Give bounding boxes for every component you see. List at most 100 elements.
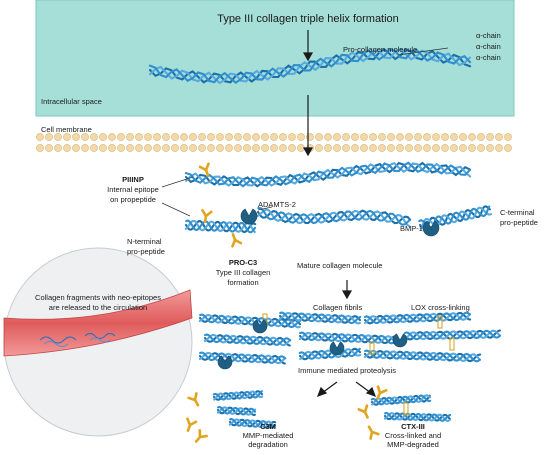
pointer-lines [161, 47, 449, 217]
collagen-fibril-helix [198, 313, 302, 329]
lipid-head [99, 133, 107, 141]
helix-strand [298, 347, 361, 360]
lipid-head [198, 144, 206, 152]
helix-strand [198, 313, 301, 329]
helix-strand [184, 219, 256, 234]
lipid-head [234, 133, 242, 141]
lipid-head [162, 133, 170, 141]
lipid-head [126, 133, 134, 141]
lipid-head [54, 144, 62, 152]
alpha-chain-label-2: α-chain [476, 42, 501, 51]
c3m-line2: degradation [248, 440, 288, 449]
lipid-head [477, 144, 485, 152]
lipid-head [432, 144, 440, 152]
lipid-head [72, 144, 80, 152]
antibody-arm [204, 210, 213, 218]
lipid-head [153, 144, 161, 152]
helix-strand [212, 390, 263, 401]
collagen-fibril-helix [298, 347, 362, 361]
lipid-head [216, 144, 224, 152]
lipid-head [225, 133, 233, 141]
lipid-head [333, 144, 341, 152]
lipid-head [90, 133, 98, 141]
helix-strand [213, 390, 264, 401]
lipid-head [162, 144, 170, 152]
helix-strand [418, 205, 491, 230]
helix-strand [198, 351, 287, 365]
helix-strand [229, 418, 277, 429]
proc3-line1: Type III collagen [215, 268, 271, 277]
fragment-2 [43, 341, 69, 347]
lipid-head [108, 133, 116, 141]
lipid-head [468, 133, 476, 141]
pointer-adamts [257, 206, 273, 211]
collagen-helices [148, 47, 502, 429]
helix-strand [370, 394, 432, 406]
ctx3-title: CTX-III [401, 422, 425, 431]
helix-strand [384, 411, 452, 422]
lipid-head [180, 144, 188, 152]
c3m-line1: MMP-mediated [242, 431, 294, 440]
lipid-head [342, 144, 350, 152]
lipid-head [198, 133, 206, 141]
lipid-head [153, 133, 161, 141]
fragment-4 [89, 337, 111, 343]
mature-collagen-label: Mature collagen molecule [297, 261, 383, 270]
intracellular-space-region [35, 0, 515, 117]
cterm-line2: pro-peptide [500, 218, 538, 227]
pointer-piiinp-2 [161, 202, 191, 217]
helix-strand [199, 351, 287, 364]
lipid-head [423, 144, 431, 152]
arrowhead-2 [302, 147, 314, 157]
lipid-head [414, 133, 422, 141]
ctx3-crosslink [403, 402, 409, 416]
lipid-head [81, 133, 89, 141]
lipid-head [351, 144, 359, 152]
lipid-head [117, 133, 125, 141]
lipid-head [135, 133, 143, 141]
lipid-head [495, 144, 503, 152]
lipid-head [360, 144, 368, 152]
piiinp-antibody [201, 208, 213, 224]
c3m-fragment-helix [212, 390, 264, 401]
ctx3-antibody [367, 425, 380, 440]
arrowhead-1 [302, 52, 314, 62]
lipid-head [288, 144, 296, 152]
lipid-head [171, 144, 179, 152]
helix-strand [403, 329, 502, 341]
lipid-head [486, 144, 494, 152]
ctx3-line2: MMP-degraded [387, 440, 439, 449]
helix-strand [203, 333, 292, 347]
piiinp-title: PIIINP [122, 175, 144, 184]
lipid-head [189, 133, 197, 141]
antibody-arm [231, 238, 237, 248]
lipid-head [234, 144, 242, 152]
lipid-head [63, 144, 71, 152]
cterm-line1: C-terminal [500, 208, 535, 217]
lipid-head [396, 133, 404, 141]
antibodies [186, 162, 388, 443]
adamts2-label: ADAMTS-2 [258, 200, 296, 209]
lipid-head [279, 133, 287, 141]
fragment-1 [39, 336, 77, 344]
lipid-head [261, 133, 269, 141]
lipid-head [180, 133, 188, 141]
helix-strand [364, 349, 481, 363]
lipid-head [459, 133, 467, 141]
piiinp-line2: on propeptide [110, 195, 156, 204]
helix-strand [298, 332, 397, 345]
lipid-head [252, 144, 260, 152]
mmp-enzyme [329, 341, 345, 356]
alpha-chain-label-1: α-chain [476, 31, 501, 40]
lipid-head [414, 144, 422, 152]
lipid-head [243, 133, 251, 141]
helix-strand [298, 347, 362, 361]
lipid-head [504, 133, 512, 141]
collagen-fibril-helix [203, 333, 292, 347]
helix-strand [204, 333, 292, 346]
lipid-head [288, 133, 296, 141]
c-terminal-propeptide-helix [418, 205, 492, 230]
lipid-head [504, 144, 512, 152]
